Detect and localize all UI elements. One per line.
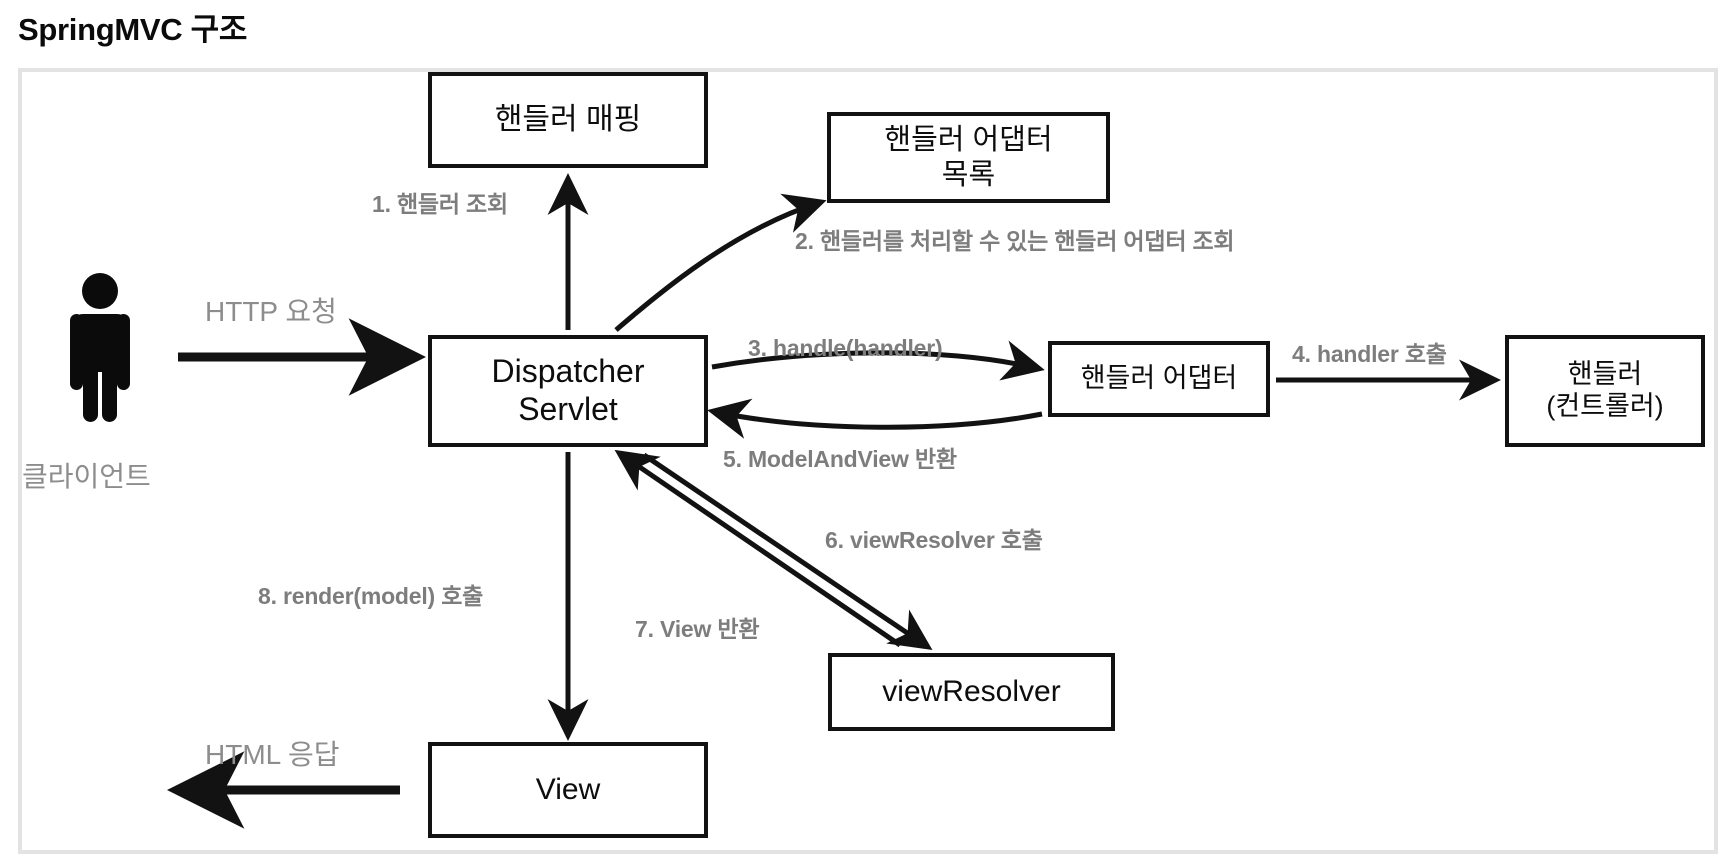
label-step-8: 8. render(model) 호출 bbox=[258, 583, 484, 609]
label-client: 클라이언트 bbox=[22, 461, 151, 492]
node-view-resolver[interactable]: viewResolver bbox=[828, 653, 1115, 731]
label-http-response: HTML 응답 bbox=[205, 739, 340, 770]
page-title: SpringMVC 구조 bbox=[18, 12, 248, 47]
node-handler-adapter-list[interactable]: 핸들러 어댑터 목록 bbox=[827, 112, 1110, 203]
node-dispatcher-servlet[interactable]: Dispatcher Servlet bbox=[428, 335, 708, 447]
label-step-2: 2. 핸들러를 처리할 수 있는 핸들러 어댑터 조회 bbox=[795, 228, 1235, 254]
person-icon bbox=[70, 273, 130, 422]
label-step-4: 4. handler 호출 bbox=[1292, 341, 1447, 367]
label-step-3: 3. handle(handler) bbox=[748, 335, 943, 361]
label-step-6: 6. viewResolver 호출 bbox=[825, 527, 1043, 553]
node-view[interactable]: View bbox=[428, 742, 708, 838]
node-handler-mapping[interactable]: 핸들러 매핑 bbox=[428, 72, 708, 168]
node-handler-controller[interactable]: 핸들러 (컨트롤러) bbox=[1505, 335, 1705, 447]
label-step-7: 7. View 반환 bbox=[635, 616, 760, 642]
label-step-1: 1. 핸들러 조회 bbox=[372, 191, 508, 217]
label-http-request: HTTP 요청 bbox=[205, 296, 337, 327]
node-handler-adapter[interactable]: 핸들러 어댑터 bbox=[1048, 341, 1270, 417]
label-step-5: 5. ModelAndView 반환 bbox=[723, 446, 957, 472]
